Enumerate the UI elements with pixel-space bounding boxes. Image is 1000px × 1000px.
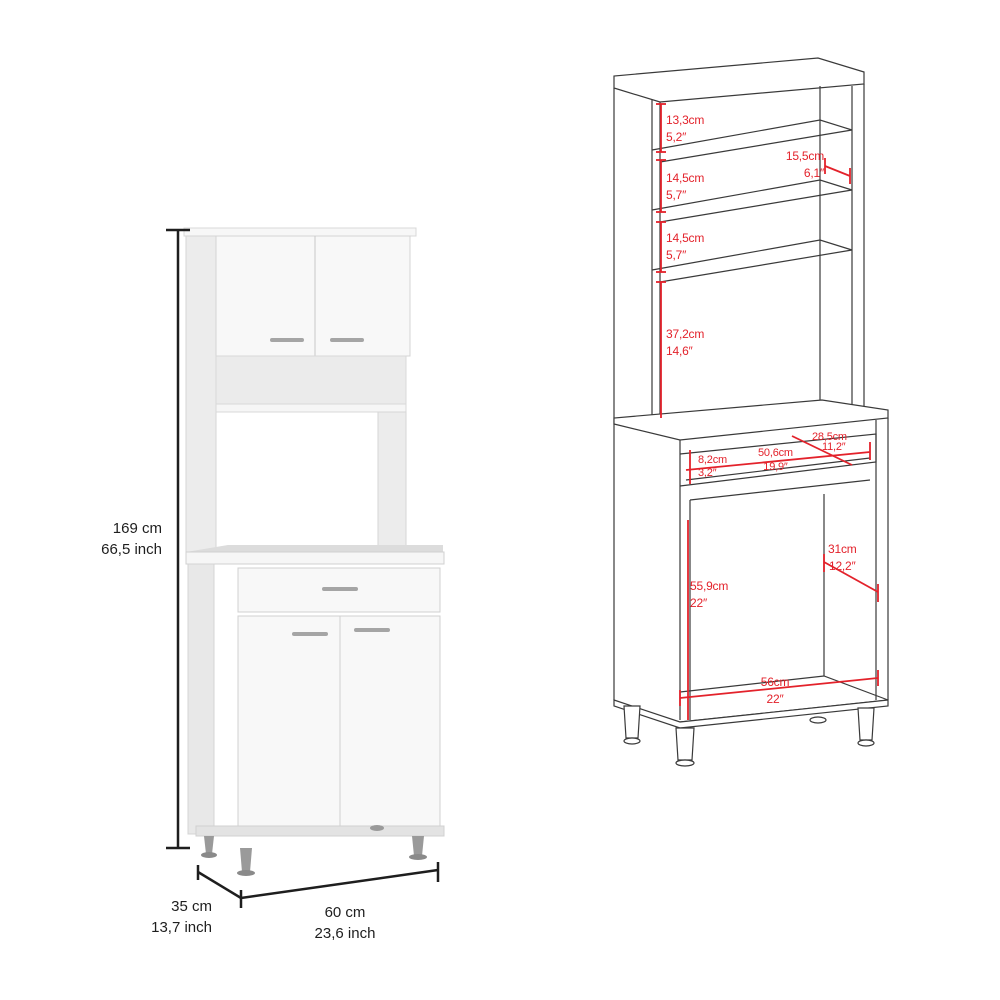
shelf-depth-inch: 6,1″	[803, 166, 824, 180]
open-space-cm: 37,2cm	[666, 327, 705, 341]
drawer-height-label: 8,2cm 3,2″	[698, 454, 727, 480]
drawer-width-cm: 50,6cm	[758, 447, 793, 459]
width-cm: 60 cm	[324, 904, 366, 921]
drawer-width-inch: 19,9″	[763, 461, 788, 473]
cabinet-height-inch: 22″	[690, 596, 707, 610]
open-space-inch: 14,6″	[666, 344, 693, 358]
depth-inch: 13,7 inch	[151, 919, 212, 936]
drawer-width-label: 50,6cm 19,9″	[758, 446, 793, 474]
drawer-depth-cm: 28,5cm	[812, 431, 847, 443]
drawer-depth-label: 28,5cm 11,2″	[812, 431, 847, 453]
cabinet-height-label: 55,9cm 22″	[690, 578, 728, 612]
width-label: 60 cm 23,6 inch	[290, 902, 400, 944]
width-inch: 23,6 inch	[314, 925, 376, 942]
open-space-label: 37,2cm 14,6″	[666, 326, 704, 360]
depth-label: 35 cm 13,7 inch	[120, 896, 212, 938]
shelf-2-label: 14,5cm 5,7″	[666, 170, 704, 204]
cabinet-width-label: 56cm 22″	[755, 674, 795, 708]
cabinet-depth-label: 31cm 12,2″	[828, 541, 857, 575]
shelf-1-cm: 13,3cm	[666, 113, 705, 127]
overall-height-label: 169 cm 66,5 inch	[70, 518, 162, 560]
shelf-2-cm: 14,5cm	[666, 171, 705, 185]
shelf-depth-cm: 15,5cm	[785, 149, 824, 163]
shelf-2-inch: 5,7″	[666, 188, 687, 202]
drawer-depth-inch: 11,2″	[822, 441, 846, 453]
overall-height-cm: 169 cm	[112, 520, 162, 537]
shelf-1-inch: 5,2″	[666, 130, 687, 144]
cabinet-width-cm: 56cm	[760, 675, 790, 689]
shelf-1-label: 13,3cm 5,2″	[666, 112, 704, 146]
shelf-3-label: 14,5cm 5,7″	[666, 230, 704, 264]
cabinet-width-inch: 22″	[766, 692, 784, 706]
cabinet-depth-inch: 12,2″	[828, 559, 856, 573]
cabinet-height-cm: 55,9cm	[690, 579, 729, 593]
cabinet-depth-cm: 31cm	[828, 542, 857, 556]
drawer-height-cm: 8,2cm	[698, 454, 727, 466]
shelf-depth-label: 15,5cm 6,1″	[770, 148, 824, 182]
overall-height-inch: 66,5 inch	[101, 541, 162, 558]
drawer-height-inch: 3,2″	[698, 467, 717, 479]
depth-cm: 35 cm	[171, 898, 212, 915]
shelf-3-cm: 14,5cm	[666, 231, 705, 245]
shelf-3-inch: 5,7″	[666, 248, 687, 262]
